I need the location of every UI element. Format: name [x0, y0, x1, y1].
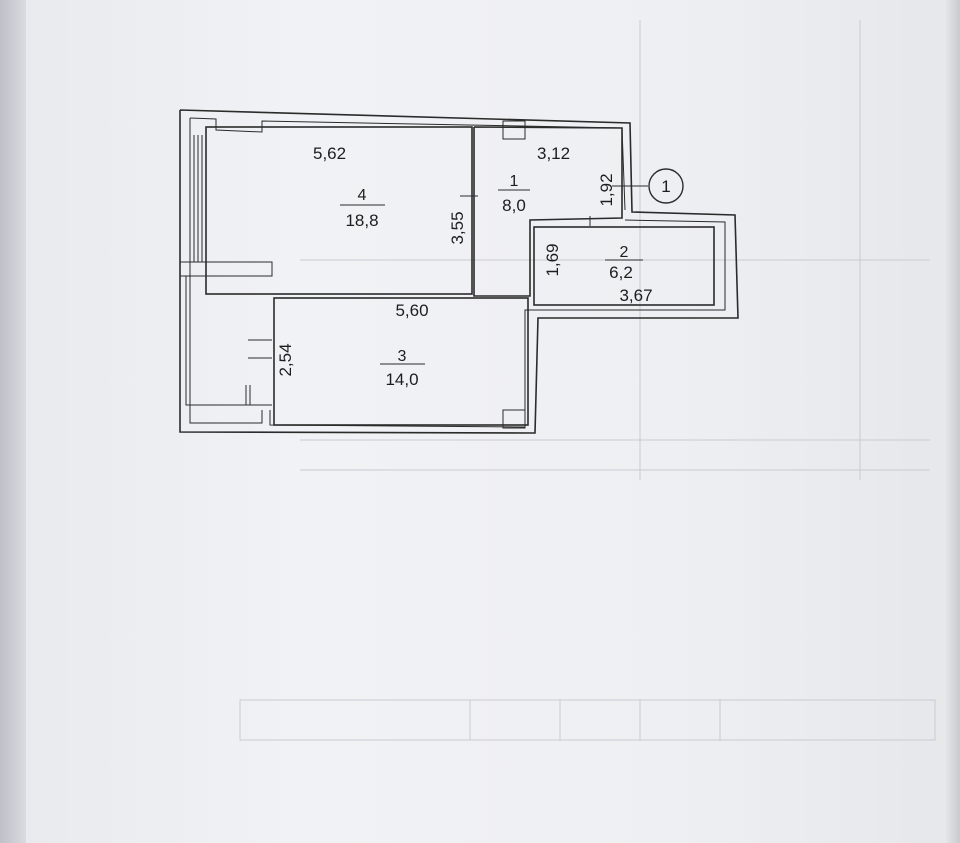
room-3-area: 14,0 [385, 370, 418, 389]
room-4-outline [205, 126, 473, 295]
room-2-number: 2 [620, 244, 629, 261]
room-1-number: 1 [510, 173, 519, 190]
room-2-outline [533, 226, 715, 306]
marker-number: 1 [661, 177, 670, 196]
marker-circle [648, 168, 684, 204]
room-3-number: 3 [398, 348, 407, 365]
outer-walls [179, 109, 739, 434]
room-1-width: 3,12 [537, 144, 570, 163]
room-2-width: 3,67 [619, 286, 652, 305]
room-1-area: 8,0 [502, 196, 526, 215]
room-4-number: 4 [358, 187, 367, 204]
room-2-area: 6,2 [609, 263, 633, 282]
paper-sheet [18, 0, 960, 843]
room-4-width: 5,62 [313, 144, 346, 163]
room-3-height: 2,54 [276, 343, 295, 376]
section-marker: 1 [612, 168, 684, 204]
room-2-height: 1,69 [543, 243, 562, 276]
page-edge-left [0, 0, 26, 843]
page-edge-right [946, 0, 960, 843]
room-3-width: 5,60 [395, 301, 428, 320]
room-3-outline [273, 295, 530, 429]
room-1-height: 1,92 [597, 173, 616, 206]
left-windows [179, 135, 273, 406]
room-4-height: 3,55 [448, 211, 467, 244]
room-4-area: 18,8 [345, 211, 378, 230]
